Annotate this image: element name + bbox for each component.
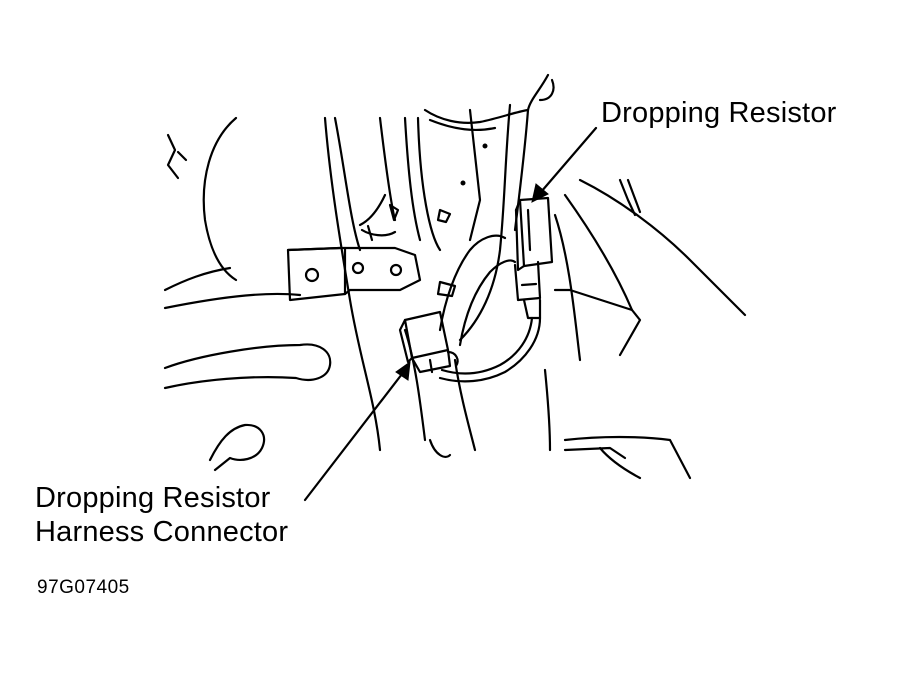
left-body-panel — [163, 116, 302, 310]
left-mount-holes — [163, 343, 332, 472]
figure-code: 97G07405 — [37, 577, 130, 598]
harness-connector-label: Dropping Resistor Harness Connector — [35, 481, 288, 549]
harness-connector-label-line1: Dropping Resistor — [35, 482, 271, 514]
intake-tube — [403, 234, 517, 458]
center-pillar — [323, 73, 555, 452]
harness-connector-component — [398, 310, 459, 374]
harness-wire — [438, 316, 542, 383]
dropping-resistor-component — [513, 196, 554, 320]
mounting-bracket — [286, 143, 488, 302]
leader-arrow-dropping-resistor — [531, 126, 598, 203]
dropping-resistor-label: Dropping Resistor — [601, 97, 837, 129]
harness-connector-label-line2: Harness Connector — [35, 516, 289, 548]
leader-arrow-harness-connector — [303, 360, 411, 502]
right-engine-cover — [543, 178, 747, 480]
